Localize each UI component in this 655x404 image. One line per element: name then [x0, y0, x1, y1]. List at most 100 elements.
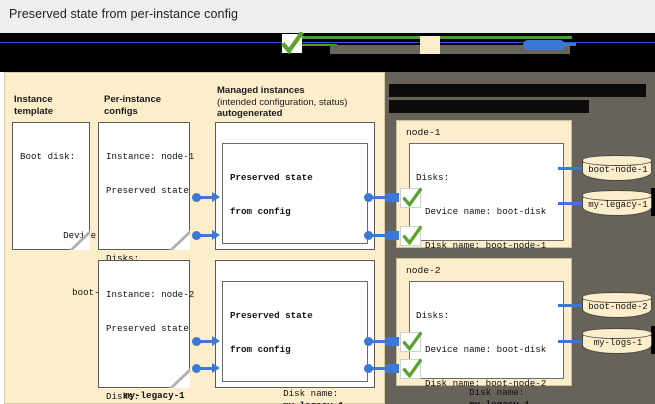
band-cream-square — [420, 36, 440, 54]
redacted-heading-line-1 — [389, 84, 646, 97]
managed-instance-card[interactable]: Instance: node-2 Preserved state from co… — [215, 260, 375, 388]
node-panel[interactable]: node-2 Disks: Device name: boot-disk Dis… — [396, 258, 572, 389]
node2-disks-label: Disks: — [416, 309, 450, 321]
mi1-disk-label: Disk name: — [283, 388, 339, 400]
band-green-line-secondary — [297, 44, 337, 46]
blue-square-connector — [385, 193, 399, 202]
pic2-preserved-line: Preserved state — [106, 323, 189, 335]
green-check-icon — [400, 358, 422, 379]
managed-instances-heading-line1: Managed instances — [217, 85, 305, 96]
managed-instances-heading-line2: (intended configuration, status) — [217, 96, 348, 108]
node1-inner-box: Disks: Device name: boot-disk Disk name:… — [409, 143, 564, 404]
blue-dot-icon — [192, 364, 201, 373]
connector-wire — [558, 167, 582, 170]
blue-arrow-icon — [212, 363, 220, 373]
disk-label: boot-node-1 — [588, 165, 648, 175]
connector-wire — [371, 367, 385, 370]
node1-extra-disk-label: Disk name: — [469, 387, 525, 399]
per-instance-heading-line1: Per-instance — [104, 94, 162, 105]
redacted-heading-line-2 — [389, 100, 589, 113]
node1-boot-disk: Disk name: boot-node-1 — [425, 240, 547, 252]
page-title: Preserved state from per-instance config — [9, 7, 239, 21]
green-check-icon — [400, 331, 422, 352]
instance-template-card[interactable]: Boot disk: Device name: boot-disk — [12, 122, 129, 298]
node-panel[interactable]: node-1 Disks: Device name: boot-disk Dis… — [396, 120, 572, 404]
disk-label: my-legacy-1 — [588, 200, 648, 210]
instance-template-heading-line1: Instance — [14, 94, 53, 105]
column-heading-per-instance-configs: Per-instance configs — [104, 94, 194, 117]
blue-hairline — [0, 42, 655, 43]
node1-disks-label: Disks: — [416, 171, 450, 183]
card-fold-corner-inner — [173, 234, 190, 250]
node1-title: node-1 — [406, 127, 441, 138]
managed-instances-heading-line3: autogenerated — [217, 108, 283, 119]
band-gray-blob — [330, 45, 570, 54]
managed-instance-inner-box: Preserved state from config Disks: Devic… — [222, 281, 368, 382]
connector-wire — [371, 234, 385, 237]
column-heading-managed-instances: Managed instances (intended configuratio… — [217, 85, 382, 120]
node2-boot-disk: Disk name: boot-node-2 — [425, 378, 547, 390]
disk-cylinder[interactable]: my-logs-1 — [582, 328, 652, 354]
disk-cap — [582, 155, 652, 166]
instance-template-device-value: boot-disk — [72, 287, 122, 299]
managed-instance-card[interactable]: Instance: node-1 Preserved state from co… — [215, 122, 375, 404]
connector-wire — [199, 196, 213, 199]
blue-arrow-icon — [212, 336, 220, 346]
blue-dot-icon — [364, 337, 373, 346]
connector-wire — [371, 196, 385, 199]
mi1-preserved-line1: Preserved state — [230, 171, 313, 183]
disk-shadow — [651, 188, 655, 216]
node2-inner-box: Disks: Device name: boot-disk Disk name:… — [409, 281, 564, 389]
blue-dot-icon — [364, 231, 373, 240]
pic2-disks-label: Disks: — [106, 391, 140, 403]
node1-boot-device: Device name: boot-disk — [425, 206, 547, 218]
mi2-preserved-line2: from config — [230, 344, 291, 356]
connector-wire — [558, 304, 582, 307]
card-fold-corner-inner — [73, 234, 90, 250]
blue-square-connector — [385, 231, 399, 240]
connector-wire — [558, 340, 582, 343]
caption-bar: Preserved state from per-instance config — [0, 0, 655, 33]
blue-dot-icon — [192, 193, 201, 202]
connector-wire — [199, 340, 213, 343]
band-blue-tail — [556, 43, 576, 46]
instance-template-title: Boot disk: — [20, 150, 76, 162]
disk-cap — [582, 190, 652, 201]
disk-shadow — [651, 326, 655, 354]
node2-title: node-2 — [406, 265, 441, 276]
blue-dot-icon — [364, 364, 373, 373]
per-instance-config-card[interactable]: Instance: node-2 Preserved state Disks: … — [98, 260, 194, 402]
connector-wire — [371, 340, 385, 343]
connector-wire — [558, 202, 582, 205]
card-fold-corner-inner — [173, 372, 190, 388]
disk-cylinder[interactable]: boot-node-2 — [582, 292, 652, 318]
blue-square-connector — [385, 337, 399, 346]
per-instance-config-card[interactable]: Instance: node-1 Preserved state Disks: … — [98, 122, 195, 401]
blue-arrow-icon — [212, 230, 220, 240]
connector-wire — [199, 367, 213, 370]
disk-cap — [582, 328, 652, 339]
connector-wire — [199, 234, 213, 237]
pic1-instance-line: Instance: node-1 — [106, 150, 195, 162]
blue-dot-icon — [364, 193, 373, 202]
per-instance-heading-line2: configs — [104, 105, 138, 117]
node1-extra-disk-value: my-legacy-1 — [469, 399, 530, 404]
disk-cap — [582, 292, 652, 303]
managed-instance-inner-box: Preserved state from config Disks: Devic… — [222, 143, 368, 404]
disk-cylinder[interactable]: my-legacy-1 — [582, 190, 652, 216]
green-check-icon — [400, 225, 422, 246]
disk-cylinder[interactable]: boot-node-1 — [582, 155, 652, 181]
node2-boot-device: Device name: boot-disk — [425, 344, 547, 356]
blue-dot-icon — [192, 337, 201, 346]
band-blue-pill — [523, 40, 565, 50]
pic1-disk-value: my-legacy-1 — [124, 389, 185, 401]
disk-label: my-logs-1 — [593, 338, 643, 348]
mi1-disk-value: my-legacy-1 — [283, 400, 344, 404]
green-check-icon — [281, 32, 304, 55]
blue-dot-icon — [192, 231, 201, 240]
instance-template-heading-line2: template — [14, 105, 54, 117]
pic1-disks-label: Disks: — [106, 253, 140, 265]
pic1-preserved-line: Preserved state — [106, 185, 189, 197]
mi1-preserved-line2: from config — [230, 206, 291, 218]
